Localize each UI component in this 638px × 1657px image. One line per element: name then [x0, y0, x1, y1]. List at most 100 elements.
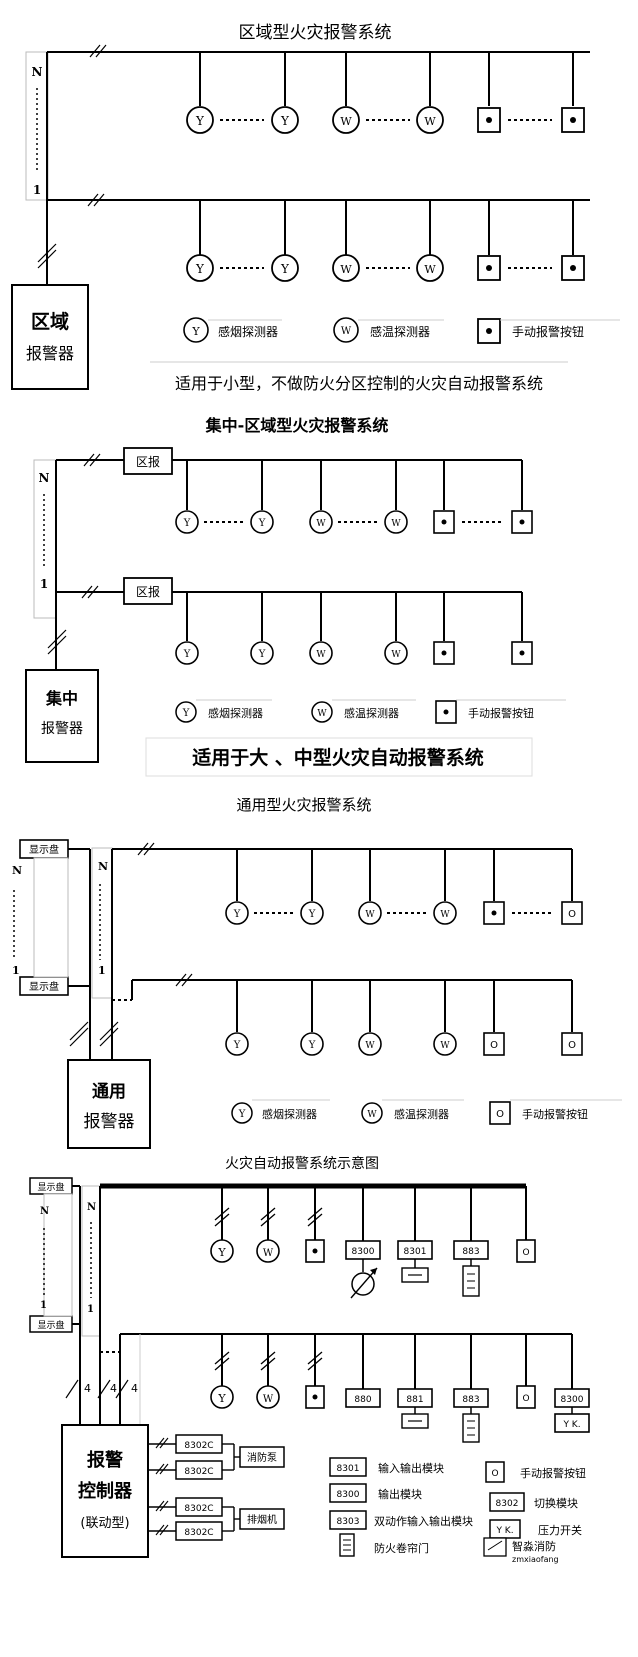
section1-title: 区域型火灾报警系统	[239, 23, 392, 43]
display-panel-label: 显示盘	[37, 1181, 64, 1193]
sec1-row2-devices: Y Y W W	[186, 254, 585, 282]
sec2-caption-box	[145, 737, 533, 777]
heat-detector-icon	[384, 641, 408, 665]
switch-modules: 8302C 8302C 8302C 8302C 消防泵 排烟机	[148, 1434, 285, 1541]
heat-symbol: W	[341, 326, 352, 337]
sec3-panel-line2: 报警器	[84, 1112, 135, 1132]
heat-symbol: W	[316, 519, 326, 529]
manual-symbol: O	[522, 1248, 529, 1258]
module-code: 8300	[561, 1395, 584, 1405]
smoke-symbol: Y	[258, 649, 266, 660]
sec3-row1-devices: Y Y W W O	[225, 901, 583, 925]
section4-title: 火灾自动报警系统示意图	[225, 1155, 379, 1172]
sec4-n-left: N	[40, 1206, 49, 1217]
sec2-legend: Y 感烟探测器 W 感温探测器 手动报警按钮	[175, 699, 566, 724]
heat-symbol: W	[424, 263, 436, 276]
heat-symbol: W	[263, 1394, 274, 1405]
section3-title: 通用型火灾报警系统	[236, 796, 371, 814]
manual-button-icon	[516, 1385, 536, 1409]
fire-pump-label: 消防泵	[247, 1451, 277, 1464]
sec2-caption: 适用于大 、中型火灾自动报警系统	[192, 746, 484, 769]
smoke-detector-icon	[271, 254, 299, 282]
heat-detector-icon	[358, 901, 382, 925]
heat-symbol: W	[391, 519, 401, 529]
smoke-detector-icon	[186, 254, 214, 282]
switch-module-code: 8302C	[184, 1504, 213, 1514]
zone-box-label: 区报	[136, 454, 160, 469]
smoke-symbol: Y	[182, 708, 190, 719]
smoke-symbol: Y	[233, 909, 241, 920]
central-alarm-panel	[25, 669, 99, 763]
manual-symbol: O	[568, 909, 576, 920]
switch-module-code: 8302C	[184, 1528, 213, 1538]
heat-symbol: W	[440, 1041, 450, 1051]
smoke-symbol: Y	[195, 114, 205, 128]
heat-symbol: W	[365, 1041, 375, 1051]
heat-symbol: W	[340, 263, 352, 276]
sec1-panel-line2: 报警器	[26, 344, 74, 363]
sec4-row2-devices: Y W 880 881 883 O 8300 Y K.	[210, 1385, 590, 1443]
alarm-controller-panel	[61, 1424, 149, 1558]
sec3-n-left: N	[12, 864, 22, 877]
smoke-detector-icon	[300, 1032, 324, 1056]
heat-detector-icon	[309, 641, 333, 665]
fire-pump-box	[239, 1446, 285, 1468]
sec2-n-label: N	[39, 471, 50, 485]
smoke-detector-icon	[225, 901, 249, 925]
legend-label: 压力开关	[538, 1523, 582, 1537]
manual-button-icon	[483, 1032, 505, 1056]
smoke-detector-icon	[210, 1385, 234, 1409]
manual-button-icon	[516, 1239, 536, 1263]
manual-symbol: O	[568, 1040, 576, 1051]
smoke-symbol: Y	[233, 1040, 241, 1051]
heat-detector-icon	[384, 510, 408, 534]
legend-code: 8303	[337, 1517, 360, 1527]
heat-detector-icon	[433, 1032, 457, 1056]
manual-button-icon	[561, 901, 583, 925]
sec1-caption: 适用于小型，不做防火分区控制的火灾自动报警系统	[175, 374, 543, 393]
smoke-symbol: Y	[280, 114, 290, 128]
section-area-type: 区域型火灾报警系统 N 1	[11, 23, 620, 393]
sec3-one-left: 1	[12, 964, 20, 977]
general-alarm-panel	[67, 1059, 151, 1149]
smoke-detector-icon	[175, 641, 199, 665]
section-central-area-type: 集中-区域型火灾报警系统 N 1 区报 区报	[25, 416, 566, 777]
wire-count-label: 4	[110, 1382, 117, 1395]
smoke-symbol: Y	[308, 1040, 316, 1051]
heat-detector-icon	[332, 106, 360, 134]
legend-heat-label: 感温探测器	[344, 707, 399, 720]
heat-detector-icon	[358, 1032, 382, 1056]
legend-manual-label: 手动报警按钮	[468, 706, 534, 720]
sec4-panel-line2: 控制器	[78, 1480, 133, 1502]
smoke-symbol: Y	[238, 1109, 246, 1120]
smoke-fan-label: 排烟机	[247, 1513, 277, 1526]
display-panel-label: 显示盘	[29, 843, 59, 856]
module-code: 8301	[404, 1247, 427, 1257]
sec3-row2-devices: Y Y W W O O	[225, 1032, 583, 1056]
sec3-one-right: 1	[98, 964, 106, 977]
smoke-symbol: Y	[280, 262, 290, 276]
smoke-fan-box	[239, 1508, 285, 1530]
smoke-detector-icon	[225, 1032, 249, 1056]
section-general-type: 通用型火灾报警系统 显示盘 显示盘 N 1 N 1	[12, 796, 622, 1149]
sec4-panel-line1: 报警	[87, 1449, 123, 1471]
legend-code: 8302	[496, 1499, 519, 1509]
legend-code: 8301	[337, 1464, 360, 1474]
legend-label: 手动报警按钮	[520, 1466, 586, 1480]
smoke-symbol: Y	[183, 649, 191, 660]
legend-smoke-label: 感烟探测器	[218, 324, 278, 339]
legend-manual-label: 手动报警按钮	[512, 324, 584, 339]
switch-module-code: 8302C	[184, 1441, 213, 1451]
legend-smoke-label: 感烟探测器	[262, 1107, 317, 1121]
sec3-legend: Y 感烟探测器 W 感温探测器 O 手动报警按钮	[231, 1099, 622, 1125]
heat-detector-icon	[433, 901, 457, 925]
manual-symbol: O	[522, 1394, 529, 1404]
module-880	[345, 1388, 381, 1408]
module-code: 883	[462, 1247, 479, 1257]
sec3-panel-line1: 通用	[92, 1082, 126, 1102]
pressure-switch-code: Y K.	[562, 1420, 580, 1430]
heat-symbol: W	[365, 910, 375, 920]
legend-label: 防火卷帘门	[374, 1541, 429, 1555]
sec2-panel-line1: 集中	[45, 689, 78, 708]
